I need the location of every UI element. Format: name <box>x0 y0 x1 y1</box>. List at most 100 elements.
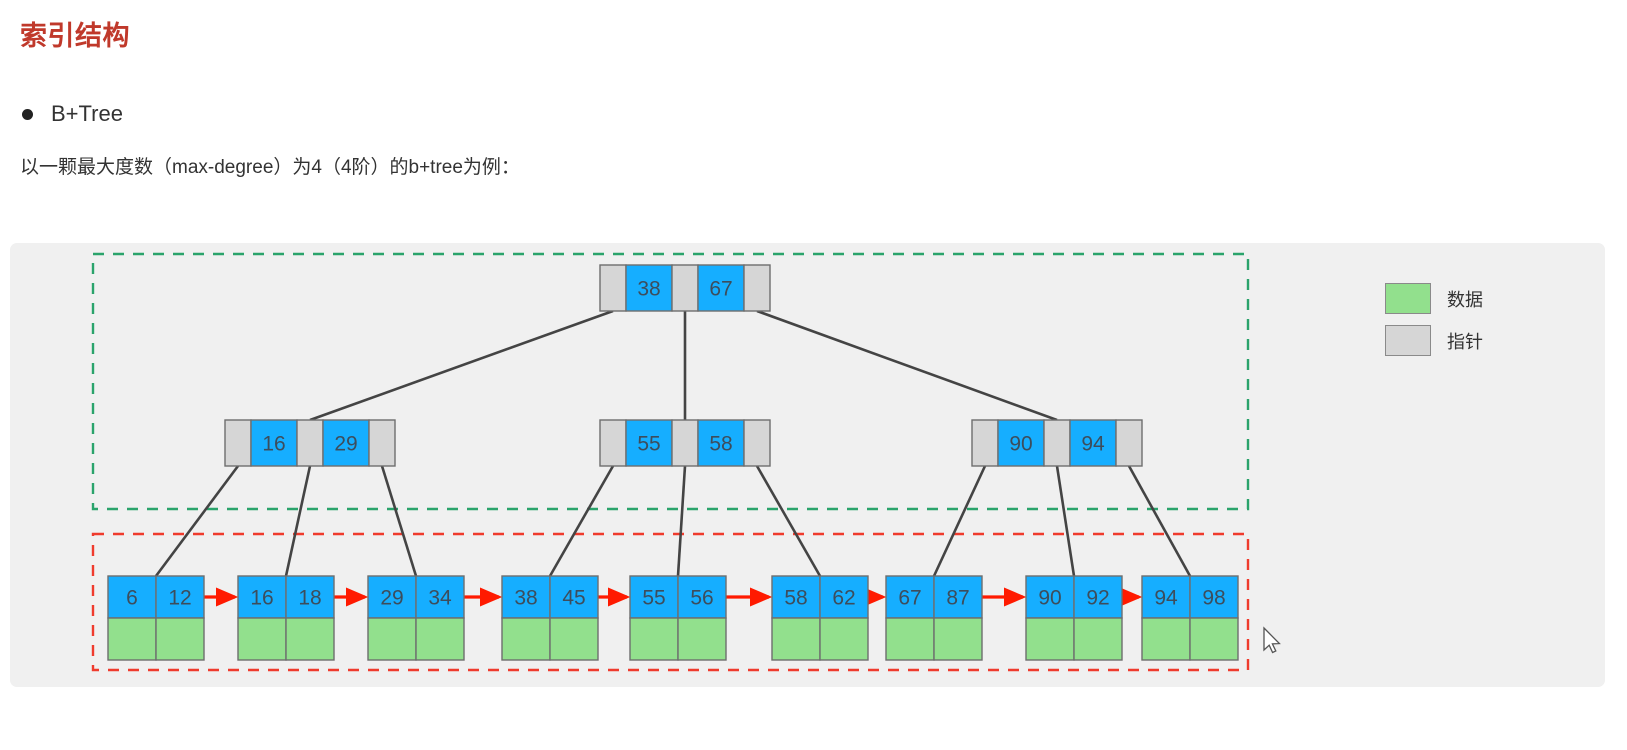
leaf-data-cell <box>629 617 679 661</box>
key-cell <box>997 419 1045 467</box>
legend-label-data: 数据 <box>1447 289 1483 310</box>
key-cell <box>697 419 745 467</box>
key-value: 90 <box>1009 433 1032 456</box>
leaf-key-cell <box>367 575 417 619</box>
edge-root-to-internal-node-3 <box>756 309 1058 422</box>
leaf-key-cell <box>1025 575 1075 619</box>
leaf-key-value: 45 <box>562 587 585 610</box>
leaf-data-cell <box>885 617 935 661</box>
edge-internal-node-3-to-leaf-node-9 <box>1127 465 1192 577</box>
leaf-key-cell <box>549 575 599 619</box>
leaf-key-value: 12 <box>168 587 191 610</box>
leaf-key-value: 67 <box>898 587 921 610</box>
leaf-key-value: 55 <box>642 587 665 610</box>
leaf-data-cell <box>1073 617 1123 661</box>
internal-node-3: 90 94 <box>971 419 1143 467</box>
page-title: 索引结构 <box>20 21 130 51</box>
leaf-node-3: 29 34 <box>367 575 465 661</box>
leaf-key-value: 6 <box>126 587 138 610</box>
leaf-key-value: 56 <box>690 587 713 610</box>
leaf-key-value: 34 <box>428 587 452 610</box>
leaf-data-cell <box>155 617 205 661</box>
internal-node-2: 55 58 <box>599 419 771 467</box>
leaf-key-cell <box>629 575 679 619</box>
leaf-key-cell <box>107 575 157 619</box>
key-value: 55 <box>637 433 660 456</box>
key-cell <box>1069 419 1117 467</box>
leaf-node-1: 6 12 <box>107 575 205 661</box>
intro-paragraph: 以一颗最大度数（max-degree）为4（4阶）的b+tree为例： <box>20 157 520 178</box>
leaf-node-6: 58 62 <box>771 575 869 661</box>
pointer-cell <box>671 419 699 467</box>
pointer-cell <box>743 264 771 312</box>
leaf-key-value: 58 <box>784 587 807 610</box>
bullet-item-label: B+Tree <box>51 101 123 126</box>
pointer-cell <box>599 264 627 312</box>
pointer-cell <box>1043 419 1071 467</box>
leaf-data-cell <box>1189 617 1239 661</box>
edge-internal-node-2-to-leaf-node-4 <box>548 465 615 577</box>
pointer-cell <box>743 419 771 467</box>
bullet-dot-icon <box>22 108 33 120</box>
leaf-data-cell <box>1025 617 1075 661</box>
key-value: 38 <box>637 278 660 301</box>
leaf-key-value: 98 <box>1202 587 1225 610</box>
leaf-key-cell <box>237 575 287 619</box>
edge-internal-node-2-to-leaf-node-6 <box>755 465 822 577</box>
bullet-item: B+Tree <box>0 53 1627 127</box>
leaf-data-cell <box>501 617 551 661</box>
leaf-data-cell <box>367 617 417 661</box>
data-swatch-icon <box>1385 283 1431 314</box>
leaf-node-8: 90 92 <box>1025 575 1123 661</box>
leaf-key-cell <box>1073 575 1123 619</box>
key-value: 29 <box>334 433 357 456</box>
edge-internal-node-1-to-leaf-node-3 <box>380 465 418 577</box>
leaf-data-cell <box>107 617 157 661</box>
leaf-key-cell <box>285 575 335 619</box>
edge-internal-node-2-to-leaf-node-5 <box>676 465 687 577</box>
leaf-node-5: 55 56 <box>629 575 727 661</box>
leaf-data-cell <box>1141 617 1191 661</box>
pointer-cell <box>224 419 252 467</box>
leaf-data-cell <box>415 617 465 661</box>
leaf-key-value: 62 <box>832 587 855 610</box>
leaf-key-value: 87 <box>946 587 969 610</box>
leaf-data-cell <box>285 617 335 661</box>
pointer-cell <box>368 419 396 467</box>
edge-internal-node-1-to-leaf-node-2 <box>284 465 312 577</box>
leaf-key-value: 90 <box>1038 587 1061 610</box>
key-cell <box>322 419 370 467</box>
pointer-cell <box>296 419 324 467</box>
edge-internal-node-1-to-leaf-node-1 <box>154 465 240 577</box>
legend-label-pointer: 指针 <box>1447 331 1483 352</box>
leaf-key-cell <box>1189 575 1239 619</box>
leaf-key-cell <box>415 575 465 619</box>
leaf-data-cell <box>771 617 821 661</box>
leaf-data-cell <box>819 617 869 661</box>
leaf-key-value: 29 <box>380 587 403 610</box>
legend-item-pointer: 指针 <box>1385 325 1483 356</box>
edge-internal-node-3-to-leaf-node-7 <box>932 465 987 577</box>
root-node: 38 67 <box>599 264 771 312</box>
key-value: 58 <box>709 433 732 456</box>
pointer-cell <box>671 264 699 312</box>
leaf-key-value: 92 <box>1086 587 1109 610</box>
key-value: 94 <box>1081 433 1105 456</box>
legend: 数据 指针 <box>1385 283 1483 367</box>
leaf-region-box <box>91 532 1250 672</box>
leaf-data-cell <box>549 617 599 661</box>
key-value: 67 <box>709 278 732 301</box>
edge-internal-node-3-to-leaf-node-8 <box>1055 465 1076 577</box>
leaf-key-value: 18 <box>298 587 321 610</box>
pointer-swatch-icon <box>1385 325 1431 356</box>
pointer-cell <box>971 419 999 467</box>
key-cell <box>250 419 298 467</box>
leaf-key-cell <box>819 575 869 619</box>
pointer-cell <box>1115 419 1143 467</box>
